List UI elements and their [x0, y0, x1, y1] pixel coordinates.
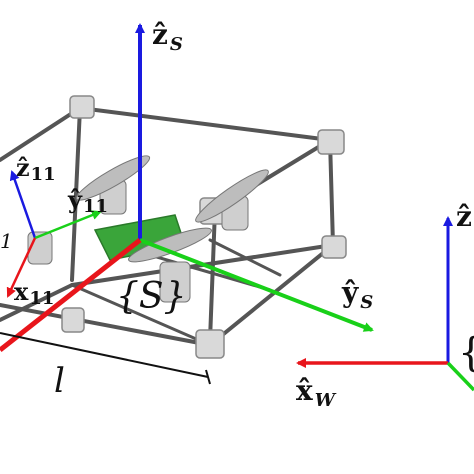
x-11-label: x11: [14, 277, 54, 309]
motor-front: [128, 227, 212, 303]
joint-bottom-front: [195, 329, 225, 359]
motor-rear-left: [75, 155, 151, 215]
z-11-label: ẑ11: [16, 153, 56, 185]
motor-rear-right: [195, 169, 269, 231]
x-11-partial-label: 1: [0, 229, 13, 253]
length-dimension-tick: [205, 369, 211, 385]
z-w-label: ẑ: [456, 200, 472, 233]
length-label: l: [54, 361, 65, 401]
x-11-axis: [6, 237, 37, 298]
y-11-label: ŷ11: [67, 185, 108, 217]
frame-s-label: {S}: [116, 276, 186, 317]
y-w-axis: [446, 361, 474, 392]
z-11-axis: [9, 170, 37, 239]
x-w-label: x̂W: [296, 374, 337, 411]
x-s-axis: [0, 238, 142, 352]
y-s-axis: [139, 238, 374, 332]
y-11-axis: [34, 210, 102, 240]
joint-top-right: [317, 129, 345, 155]
joint-top-back: [69, 95, 95, 119]
joint-bottom-right: [321, 235, 347, 259]
joint-bottom-left: [61, 307, 85, 333]
length-dimension-line: [0, 332, 209, 378]
frame-w-partial-label: {: [458, 330, 474, 376]
